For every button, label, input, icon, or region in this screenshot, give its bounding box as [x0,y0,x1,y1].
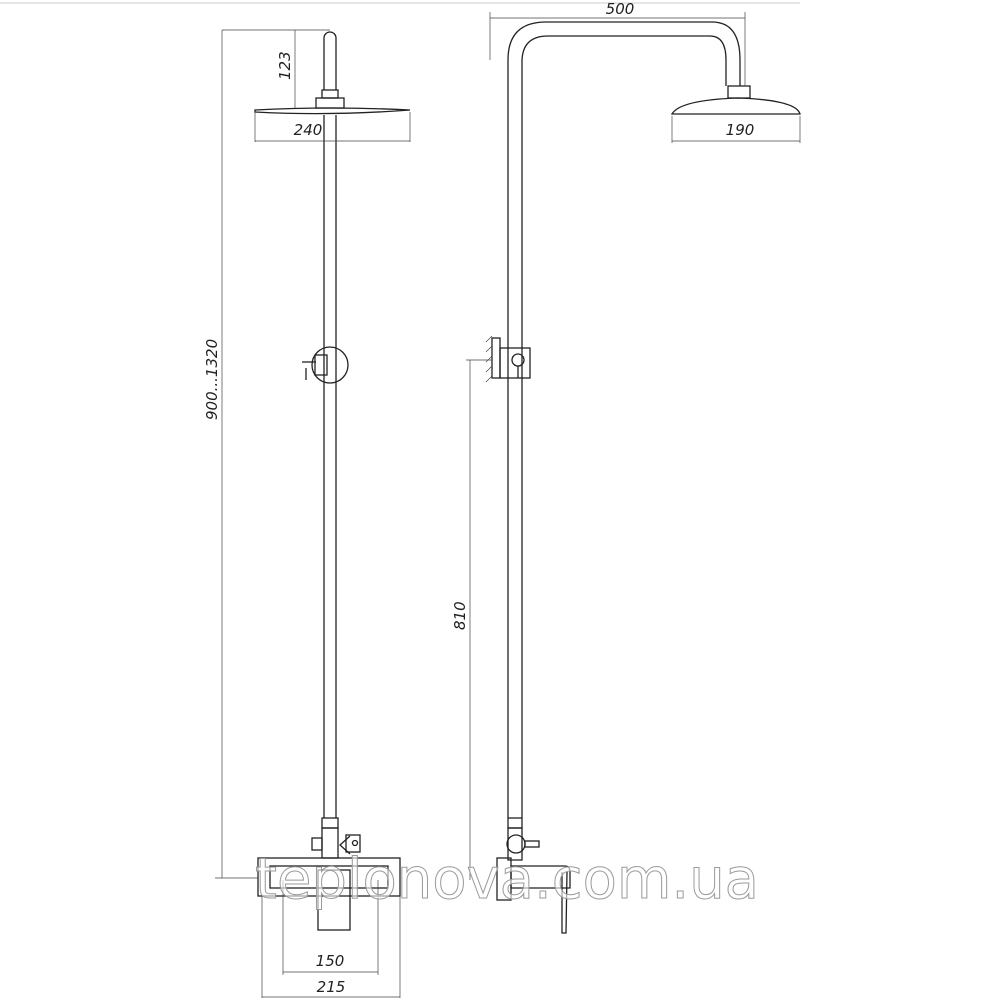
side-dimensions [466,12,801,880]
dim-inlet-spacing: 150 [316,952,345,970]
dim-total-height: 900...1320 [203,339,221,420]
front-head-hub [315,97,345,109]
side-slide-holder [485,335,531,383]
dim-front-head-height: 123 [276,51,294,80]
dim-holder-height: 810 [451,601,469,630]
side-arm-collar [727,85,751,99]
watermark: teplonova.com.ua [255,847,759,912]
side-shower-head [670,97,801,115]
dim-front-head-diameter: 240 [294,121,323,139]
side-view: 500 190 810 [451,0,801,934]
side-arm-inner [521,35,727,818]
front-arm-collar [321,89,339,99]
dim-side-head-diameter: 190 [726,121,755,139]
side-mixer [496,817,571,934]
side-arm-outer [507,21,741,818]
front-arm-top [323,31,337,90]
dim-mixer-width: 215 [317,978,346,996]
dim-arm-reach: 500 [606,0,635,18]
front-dimensions [215,29,411,998]
front-mixer [257,817,401,931]
front-shower-head [254,107,411,115]
front-slide-holder [302,346,349,384]
front-view: 123 240 900...1320 150 215 [203,29,411,998]
